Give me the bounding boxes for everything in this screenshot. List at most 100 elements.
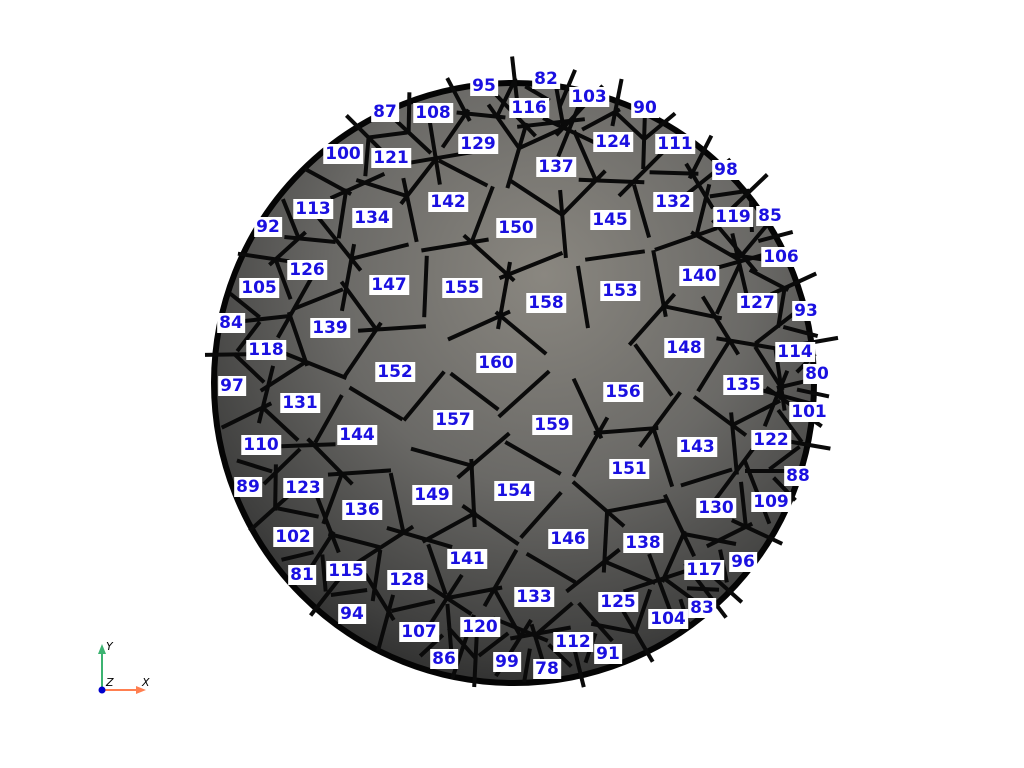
cell-edge (768, 445, 801, 471)
cell-edge (427, 117, 442, 185)
cell-edge (410, 446, 475, 469)
cell-label: 116 (509, 98, 549, 118)
cell-edge (236, 314, 289, 324)
cell-label: 120 (460, 617, 500, 637)
cell-edge (462, 233, 516, 283)
cell-edge (772, 476, 797, 502)
cell-label: 137 (536, 157, 576, 177)
cell-label: 102 (273, 527, 313, 547)
cell-label: 133 (514, 587, 554, 607)
cell-edge (391, 116, 433, 155)
cell-edge (469, 185, 495, 245)
cell-edge (375, 594, 396, 652)
cell-edge (314, 493, 341, 554)
cell-edge (406, 92, 412, 133)
cell-label: 153 (600, 281, 640, 301)
cell-label: 134 (352, 208, 392, 228)
cell-label: 142 (428, 192, 468, 212)
cell-label: 128 (387, 570, 427, 590)
cell-edge (320, 554, 328, 592)
cell-edge (730, 518, 784, 546)
cell-edge (796, 387, 830, 399)
cell-edge (662, 493, 697, 558)
cell-edge (363, 135, 371, 177)
cell-label: 92 (254, 217, 282, 237)
cell-label: 140 (679, 266, 719, 286)
cell-label: 108 (413, 103, 453, 123)
cell-edge (273, 464, 278, 511)
cell-edge (604, 498, 668, 514)
cell-label: 101 (789, 402, 829, 422)
cell-edge (447, 626, 477, 660)
cell-label: 156 (603, 382, 643, 402)
cell-label: 155 (442, 278, 482, 298)
x-axis-label: X (141, 676, 150, 689)
cell-label: 93 (792, 301, 820, 321)
cell-label: 87 (371, 102, 399, 122)
cell-label: 84 (217, 313, 245, 333)
cell-label: 100 (323, 144, 363, 164)
cell-label: 122 (751, 430, 791, 450)
cell-edge (497, 369, 551, 419)
cell-edge (709, 188, 750, 199)
cell-label: 104 (648, 609, 688, 629)
cell-edge (261, 406, 300, 442)
cell-edge (495, 77, 518, 117)
cell-edge (571, 377, 604, 440)
cell-edge (351, 242, 410, 261)
cell-edge (418, 633, 445, 658)
cell-edge (696, 340, 731, 393)
orientation-axes-widget: Y Z X (98, 640, 150, 694)
cell-edge (368, 130, 408, 140)
cell-label: 117 (684, 560, 724, 580)
cell-edge (638, 391, 682, 448)
cell-label: 126 (287, 260, 327, 280)
cell-label: 141 (447, 549, 487, 569)
cell-edge (388, 472, 406, 533)
cell-edge (762, 370, 790, 427)
cell-edge (426, 543, 448, 596)
cell-edge (504, 440, 562, 476)
cell-label: 146 (548, 529, 588, 549)
cell-edge (621, 610, 655, 663)
cell-edge (355, 178, 408, 198)
cell-edge (593, 426, 659, 435)
cell-edge (686, 586, 720, 592)
cell-edge (757, 229, 794, 244)
cell-label: 131 (280, 393, 320, 413)
cell-edge (714, 264, 742, 315)
cell-label: 145 (590, 210, 630, 230)
cell-edge (622, 568, 689, 594)
cell-edge (456, 431, 511, 480)
cell-edge (694, 183, 712, 236)
cell-edge (422, 255, 429, 318)
cell-edge (684, 162, 715, 210)
cell-label: 106 (761, 247, 801, 267)
cell-edge (421, 237, 489, 253)
cell-edge (610, 78, 624, 127)
cell-edge (769, 271, 818, 297)
cell-edge (248, 491, 293, 533)
cell-edge (572, 129, 597, 180)
cell-edge (306, 437, 354, 486)
cell-edge (282, 351, 348, 380)
cell-edge (303, 167, 353, 196)
cell-edge (739, 481, 748, 529)
cell-label: 91 (594, 644, 622, 664)
cell-edge (237, 251, 290, 264)
cell-edge (339, 280, 380, 333)
cell-edge (565, 547, 621, 594)
cell-edge (281, 550, 314, 562)
cell-edge (421, 510, 478, 544)
cell-label: 125 (598, 592, 638, 612)
cell-label: 86 (430, 649, 458, 669)
cell-label: 97 (218, 376, 246, 396)
cell-edge (286, 311, 310, 367)
cell-edge (729, 412, 739, 475)
cell-edge (525, 551, 577, 585)
cell-edge (634, 588, 652, 633)
cell-label: 158 (526, 293, 566, 313)
cell-label: 80 (803, 364, 831, 384)
cell-edge (281, 198, 300, 238)
